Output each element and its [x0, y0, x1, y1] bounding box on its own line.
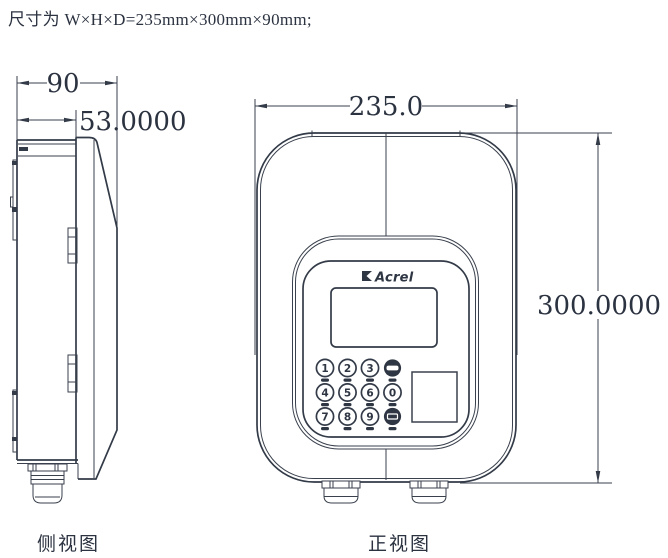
enclosure-shell — [256, 130, 517, 483]
svg-text:8: 8 — [344, 411, 351, 423]
front-dim-height: 300.0000 — [387, 132, 661, 484]
side-dim-upper-depth: 53.0000 — [17, 107, 187, 138]
lcd-display — [330, 287, 438, 348]
keypad: 1 2 3 — [315, 358, 402, 431]
enter-key-icon — [386, 413, 399, 420]
front-cable-gland-left — [321, 480, 361, 504]
dim-arrow — [17, 117, 29, 123]
dim-arrow — [17, 80, 29, 86]
svg-text:2: 2 — [344, 363, 351, 375]
svg-text:9: 9 — [366, 411, 373, 423]
control-panel — [302, 260, 470, 438]
dim-arrow — [105, 80, 117, 86]
dim-arrow — [255, 103, 267, 109]
mounting-clips — [10, 159, 17, 453]
dim-arrow — [505, 103, 517, 109]
front-dim-width: 235.0 — [254, 92, 518, 355]
clip-mark — [19, 147, 28, 151]
panel-recess — [292, 235, 479, 450]
keypad-key-2: 2 — [338, 358, 357, 382]
svg-text:6: 6 — [366, 387, 373, 399]
brand-name: Acrel — [374, 271, 414, 286]
svg-text:3: 3 — [366, 363, 373, 375]
front-view: 235.0 300.0000 — [254, 92, 661, 504]
keypad-key-enter — [383, 407, 402, 431]
front-view-label: 正视图 — [368, 534, 432, 555]
side-view-label: 侧视图 — [37, 534, 101, 555]
front-width-value: 235.0 — [349, 92, 423, 122]
acrel-logo-mark — [362, 271, 372, 281]
keypad-key-5: 5 — [338, 383, 357, 407]
svg-text:7: 7 — [321, 411, 328, 423]
front-height-value: 300.0000 — [537, 291, 661, 321]
keypad-key-7: 7 — [315, 407, 335, 431]
dimensions-note: 尺寸为 W×H×D=235mm×300mm×90mm; — [8, 10, 312, 29]
side-cable-gland — [27, 463, 68, 504]
keypad-key-4: 4 — [315, 383, 335, 407]
dim-arrow — [595, 133, 601, 145]
ir-window — [411, 371, 458, 423]
keypad-key-menu — [383, 359, 402, 382]
latch-tabs — [67, 227, 78, 393]
front-cable-gland-right — [409, 480, 449, 504]
side-base-body — [16, 137, 79, 479]
svg-text:4: 4 — [321, 387, 328, 399]
side-dim-depth: 90 — [16, 69, 118, 228]
keypad-key-0: 0 — [383, 383, 402, 407]
svg-text:1: 1 — [321, 363, 328, 375]
dim-arrow — [64, 117, 76, 123]
keypad-key-8: 8 — [338, 407, 357, 431]
menu-key-icon — [386, 365, 399, 371]
keypad-key-1: 1 — [315, 358, 335, 382]
svg-text:0: 0 — [389, 387, 396, 399]
keypad-key-6: 6 — [360, 383, 380, 407]
brand-logo: Acrel — [362, 271, 414, 286]
keypad-key-3: 3 — [360, 358, 380, 382]
side-view: 90 53.0000 — [10, 69, 187, 504]
keypad-key-9: 9 — [360, 407, 380, 431]
side-depth-value: 90 — [46, 69, 79, 99]
dim-arrow — [595, 471, 601, 483]
side-cover — [76, 136, 118, 480]
svg-text:5: 5 — [344, 387, 351, 399]
side-upper-depth-value: 53.0000 — [79, 107, 187, 137]
